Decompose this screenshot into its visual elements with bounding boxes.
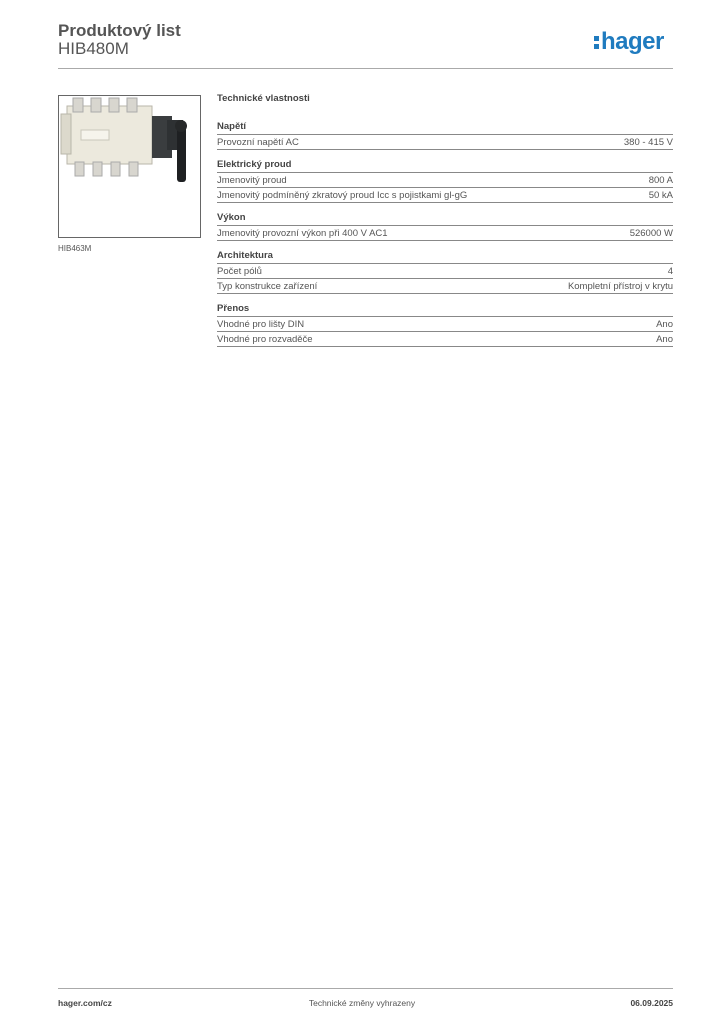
product-image [58,95,201,238]
spec-group-voltage: Napětí Provozní napětí AC 380 - 415 V [217,121,673,150]
footer-website-link[interactable]: hager.com/cz [58,998,112,1008]
spec-value: Kompletní přístroj v krytu [567,281,673,292]
spec-label: Počet pólů [217,266,262,277]
switch-disconnector-illustration [60,97,187,182]
spec-group-current: Elektrický proud Jmenovitý proud 800 A J… [217,159,673,203]
image-caption: HIB463M [58,244,92,253]
spec-row: Vhodné pro lišty DIN Ano [217,317,673,332]
technical-properties: Technické vlastnosti Napětí Provozní nap… [217,93,673,356]
spec-group-transfer: Přenos Vhodné pro lišty DIN Ano Vhodné p… [217,303,673,347]
spec-row: Počet pólů 4 [217,264,673,279]
header-divider [58,68,673,69]
spec-row: Provozní napětí AC 380 - 415 V [217,135,673,150]
spec-row: Jmenovitý podmíněný zkratový proud Icc s… [217,188,673,203]
spec-group-title: Přenos [217,303,673,317]
spec-label: Jmenovitý provozní výkon při 400 V AC1 [217,228,388,239]
spec-value: 526000 W [629,228,673,239]
spec-row: Typ konstrukce zařízení Kompletní přístr… [217,279,673,294]
logo-text: hager [601,28,664,55]
spec-group-architecture: Architektura Počet pólů 4 Typ konstrukce… [217,250,673,294]
spec-label: Provozní napětí AC [217,137,299,148]
spec-group-power: Výkon Jmenovitý provozní výkon při 400 V… [217,212,673,241]
spec-label: Jmenovitý proud [217,175,287,186]
spec-value: 380 - 415 V [623,137,673,148]
spec-value: Ano [656,319,673,330]
spec-label: Vhodné pro lišty DIN [217,319,305,330]
footer-note: Technické změny vyhrazeny [308,998,416,1008]
footer-divider [58,988,673,989]
spec-row: Vhodné pro rozvaděče Ano [217,332,673,347]
spec-row: Jmenovitý provozní výkon při 400 V AC1 5… [217,226,673,241]
spec-value: Ano [656,334,673,345]
spec-value: 50 kA [648,190,673,201]
spec-label: Jmenovitý podmíněný zkratový proud Icc s… [217,190,468,201]
page-title: Produktový list [58,21,181,40]
spec-row: Jmenovitý proud 800 A [217,173,673,188]
hager-logo: hager [594,28,664,56]
spec-group-title: Výkon [217,212,673,226]
spec-label: Typ konstrukce zařízení [217,281,318,292]
spec-group-title: Elektrický proud [217,159,673,173]
specs-heading: Technické vlastnosti [217,93,310,104]
spec-group-title: Architektura [217,250,673,264]
spec-label: Vhodné pro rozvaděče [217,334,313,345]
product-code: HIB480M [58,39,129,58]
spec-value: 4 [667,266,673,277]
spec-value: 800 A [648,175,673,186]
footer-date: 06.09.2025 [630,998,673,1008]
logo-dots-icon [594,35,600,50]
spec-group-title: Napětí [217,121,673,135]
